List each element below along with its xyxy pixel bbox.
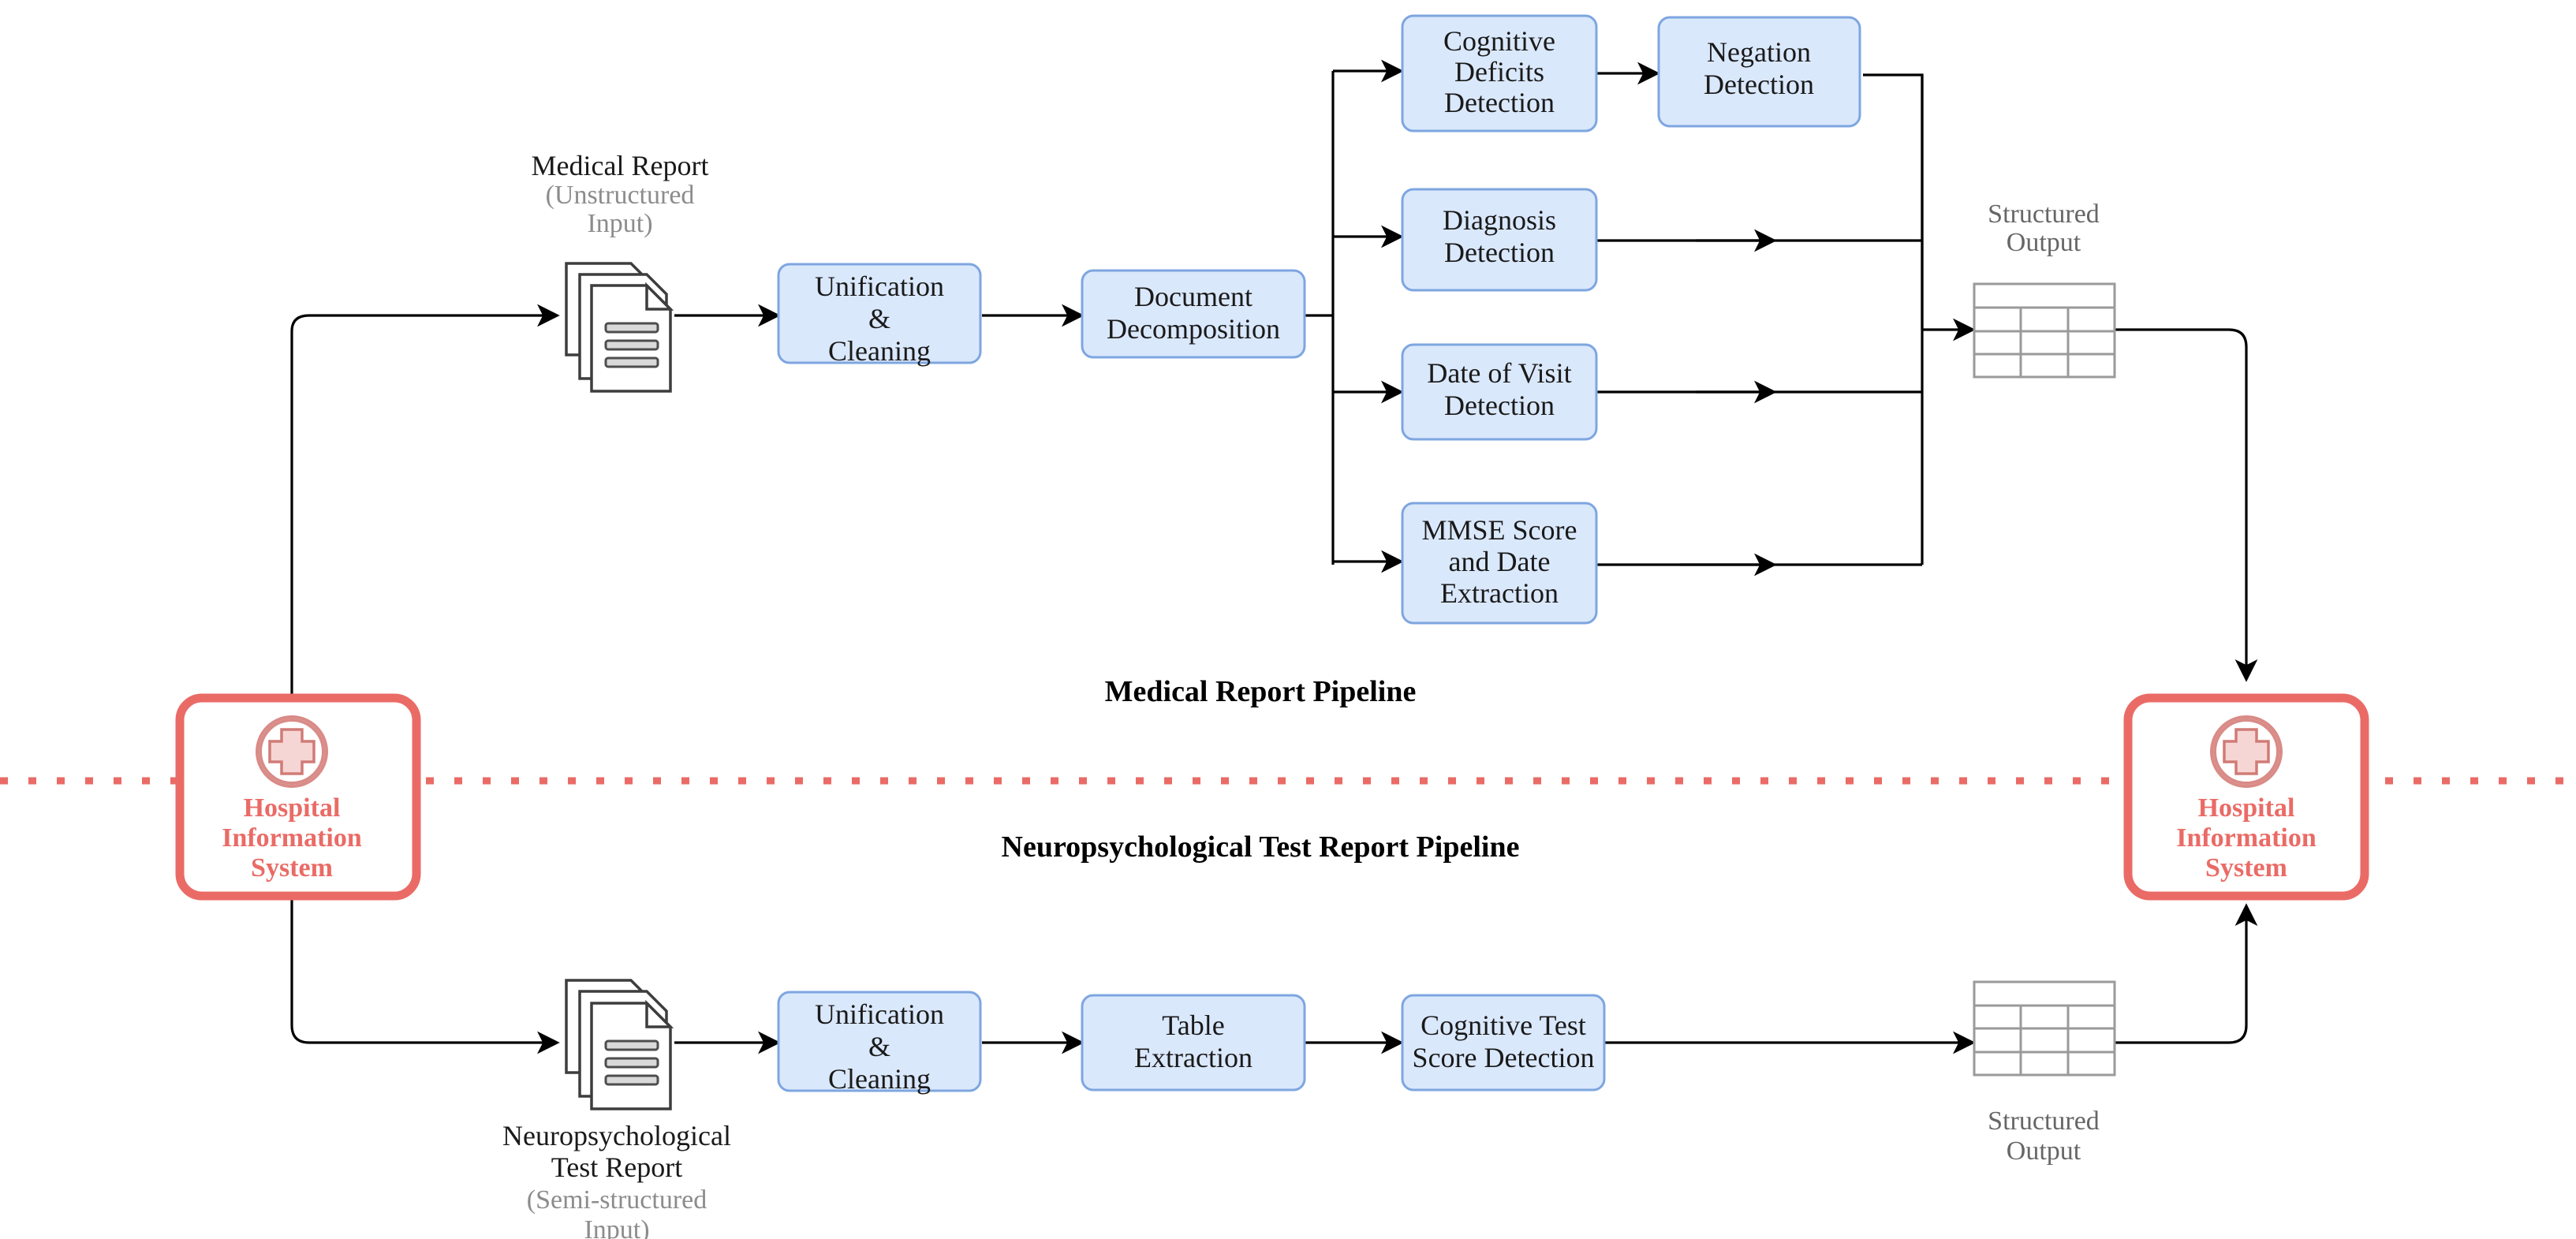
connector-negation-to-merge: [1863, 73, 1924, 330]
hospital-information-system-left[interactable]: Hospital Information System: [175, 693, 421, 901]
process-document-decomposition[interactable]: Document Decomposition: [1081, 269, 1306, 359]
neuropsych-report-sub-line2: Input): [584, 1215, 649, 1239]
document-stack-icon: [565, 262, 674, 393]
box-label-line: Detection: [1444, 237, 1555, 268]
his-left-line2: Information: [222, 823, 362, 853]
box-label-line: Negation: [1707, 36, 1811, 68]
box-label-line: Diagnosis: [1443, 204, 1556, 236]
box-label-line: Document: [1134, 281, 1253, 312]
box-label-line: MMSE Score: [1422, 514, 1577, 546]
box-label-line: Detection: [1704, 69, 1814, 100]
process-unification-cleaning-bottom[interactable]: Unification & Cleaning: [777, 991, 982, 1095]
box-label-line: &: [868, 303, 890, 334]
box-label-line: Unification: [815, 998, 944, 1030]
process-unification-cleaning-top[interactable]: Unification & Cleaning: [777, 263, 982, 367]
box-label-line: Detection: [1444, 390, 1555, 421]
document-stack-icon: [565, 979, 674, 1110]
box-label-line: Score Detection: [1413, 1042, 1595, 1073]
box-label-line: and Date: [1449, 546, 1551, 577]
medical-cross-icon: [256, 715, 328, 788]
connector-structured-output-top-to-his: [2115, 328, 2258, 682]
neuropsych-report-title-line1: Neuropsychological: [502, 1120, 731, 1151]
box-label-line: Extraction: [1440, 577, 1559, 609]
connector-structured-output-bottom-to-his: [2115, 903, 2258, 1044]
neuropsych-report-sub-line1: (Semi-structured: [527, 1185, 707, 1215]
medical-report-sub-line1: (Unstructured: [546, 181, 695, 210]
his-right-line1: Hospital: [2198, 793, 2295, 823]
box-label-line: Cognitive: [1443, 25, 1555, 57]
table-icon: [1973, 282, 2116, 379]
connector-his-to-medical-report: [290, 304, 560, 698]
process-table-extraction[interactable]: Table Extraction: [1081, 994, 1306, 1092]
process-cognitive-test-score-detection[interactable]: Cognitive Test Score Detection: [1401, 994, 1606, 1092]
his-left-line1: Hospital: [244, 793, 341, 823]
process-negation-detection[interactable]: Negation Detection: [1657, 16, 1861, 128]
hospital-information-system-right[interactable]: Hospital Information System: [2123, 693, 2369, 901]
connector-his-to-neuropsych-report: [290, 896, 560, 1054]
table-icon: [1973, 980, 2116, 1077]
medical-cross-icon: [2210, 715, 2283, 788]
medical-report-title: Medical Report: [532, 150, 709, 181]
box-label-line: Deficits: [1454, 56, 1544, 88]
box-label-line: Detection: [1444, 87, 1555, 118]
box-label-line: Decomposition: [1107, 313, 1280, 345]
box-label-line: Unification: [815, 271, 944, 302]
medical-report-sub-line2: Input): [587, 209, 652, 238]
box-label-line: Cleaning: [828, 335, 931, 367]
process-diagnosis-detection[interactable]: Diagnosis Detection: [1401, 188, 1598, 292]
structured-output-bottom-line1: Structured: [1988, 1107, 2100, 1136]
process-cognitive-deficits-detection[interactable]: Cognitive Deficits Detection: [1401, 14, 1598, 132]
box-label-line: Table: [1162, 1009, 1224, 1041]
his-right-line3: System: [2205, 853, 2287, 883]
his-left-line3: System: [251, 853, 333, 883]
box-label-line: Extraction: [1134, 1042, 1253, 1073]
bottom-pipeline-title: Neuropsychological Test Report Pipeline: [1002, 830, 1520, 864]
box-label-line: Cognitive Test: [1421, 1009, 1586, 1041]
top-pipeline-title: Medical Report Pipeline: [1105, 675, 1417, 708]
his-right-line2: Information: [2176, 823, 2317, 853]
box-label-line: Cleaning: [828, 1063, 931, 1095]
structured-output-bottom-line2: Output: [2007, 1136, 2081, 1166]
box-label-line: &: [868, 1031, 890, 1062]
process-date-of-visit-detection[interactable]: Date of Visit Detection: [1401, 343, 1598, 441]
structured-output-top-line2: Output: [2007, 228, 2081, 257]
structured-output-top-line1: Structured: [1988, 200, 2100, 229]
neuropsych-report-title-line2: Test Report: [551, 1151, 682, 1183]
box-label-line: Date of Visit: [1427, 357, 1571, 389]
process-mmse-score-and-date-extraction[interactable]: MMSE Score and Date Extraction: [1401, 502, 1598, 625]
